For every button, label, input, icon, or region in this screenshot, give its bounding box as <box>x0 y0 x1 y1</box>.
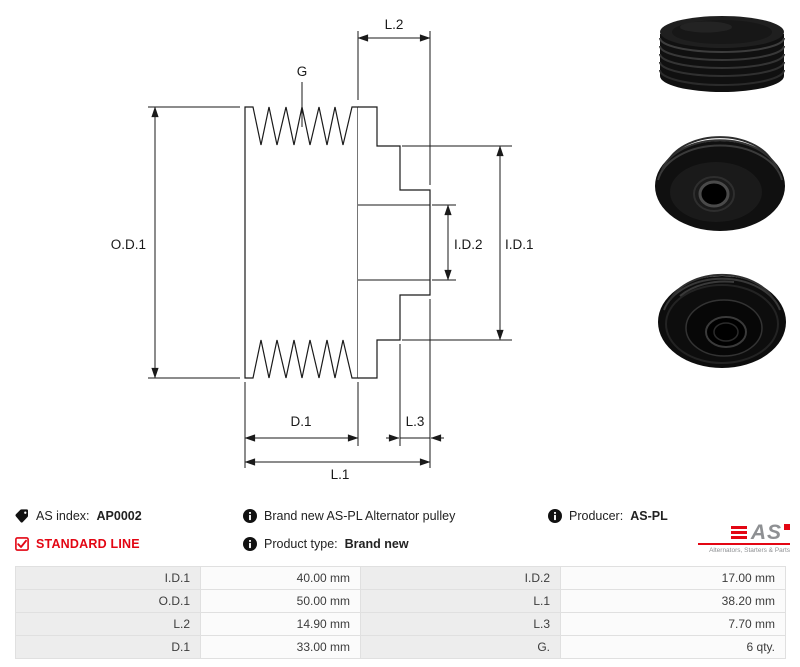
brand-new-note: Brand new AS-PL Alternator pulley <box>243 509 455 523</box>
dim-label-l2: L.2 <box>385 17 404 32</box>
producer: Producer: AS-PL <box>548 509 668 523</box>
spec-value-cell: 40.00 mm <box>200 566 361 590</box>
spec-label-cell: G. <box>360 635 561 659</box>
product-type-value: Brand new <box>344 537 409 551</box>
spec-label-cell: L.1 <box>360 589 561 613</box>
technical-drawing: O.D.1 L.2 G I.D.2 I.D.1 D.1 L.3 L.1 <box>111 17 534 482</box>
product-photo-bottom <box>658 273 786 368</box>
dim-label-id2: I.D.2 <box>454 237 483 252</box>
info-icon <box>243 509 257 523</box>
as-index-value: AP0002 <box>96 509 142 523</box>
logo-as-text: AS <box>750 521 782 544</box>
info-icon <box>548 509 562 523</box>
dim-label-l3: L.3 <box>406 414 425 429</box>
product-photo-middle <box>655 136 785 231</box>
spec-label-cell: I.D.1 <box>15 566 201 590</box>
product-photo-top <box>659 16 785 92</box>
standard-line-label: STANDARD LINE <box>36 537 140 551</box>
hub-outline <box>358 106 431 379</box>
table-row: D.1 33.00 mm G. 6 qty. <box>15 635 786 659</box>
producer-value: AS-PL <box>630 509 668 523</box>
spec-value-cell: 33.00 mm <box>200 635 361 659</box>
as-pl-logo: AS Alternators, Starters & Parts <box>698 522 790 554</box>
spec-value-cell: 38.20 mm <box>560 589 786 613</box>
table-row: L.2 14.90 mm L.3 7.70 mm <box>15 612 786 636</box>
brand-new-text: Brand new AS-PL Alternator pulley <box>264 509 456 523</box>
spec-label-cell: D.1 <box>15 635 201 659</box>
as-index-label: AS index: <box>36 509 90 523</box>
logo-speed-lines-icon <box>730 526 747 539</box>
logo-rule <box>698 543 790 545</box>
spec-label-cell: I.D.2 <box>360 566 561 590</box>
logo-red-square-icon <box>784 524 790 530</box>
table-row: I.D.1 40.00 mm I.D.2 17.00 mm <box>15 566 786 590</box>
spec-label-cell: O.D.1 <box>15 589 201 613</box>
dim-label-id1: I.D.1 <box>505 237 534 252</box>
spec-label-cell: L.2 <box>15 612 201 636</box>
table-row: O.D.1 50.00 mm L.1 38.20 mm <box>15 589 786 613</box>
standard-line: STANDARD LINE <box>15 537 140 551</box>
dim-label-g: G <box>297 64 308 79</box>
dim-label-od1: O.D.1 <box>111 237 146 252</box>
specs-table: I.D.1 40.00 mm I.D.2 17.00 mm O.D.1 50.0… <box>15 566 786 659</box>
spec-label-cell: L.3 <box>360 612 561 636</box>
dim-label-d1: D.1 <box>290 414 311 429</box>
product-type-label: Product type: <box>264 537 338 551</box>
info-icon <box>243 537 257 551</box>
spec-value-cell: 17.00 mm <box>560 566 786 590</box>
logo-subtext: Alternators, Starters & Parts <box>709 547 790 554</box>
dim-label-l1: L.1 <box>331 467 350 482</box>
tag-icon <box>15 509 28 523</box>
as-index: AS index: AP0002 <box>15 509 142 523</box>
spec-value-cell: 50.00 mm <box>200 589 361 613</box>
spec-value-cell: 7.70 mm <box>560 612 786 636</box>
spec-value-cell: 6 qty. <box>560 635 786 659</box>
producer-label: Producer: <box>569 509 624 523</box>
spec-value-cell: 14.90 mm <box>200 612 361 636</box>
product-type: Product type: Brand new <box>243 537 409 551</box>
pulley-rim-outline <box>244 106 359 379</box>
standard-line-check-icon <box>15 537 29 551</box>
